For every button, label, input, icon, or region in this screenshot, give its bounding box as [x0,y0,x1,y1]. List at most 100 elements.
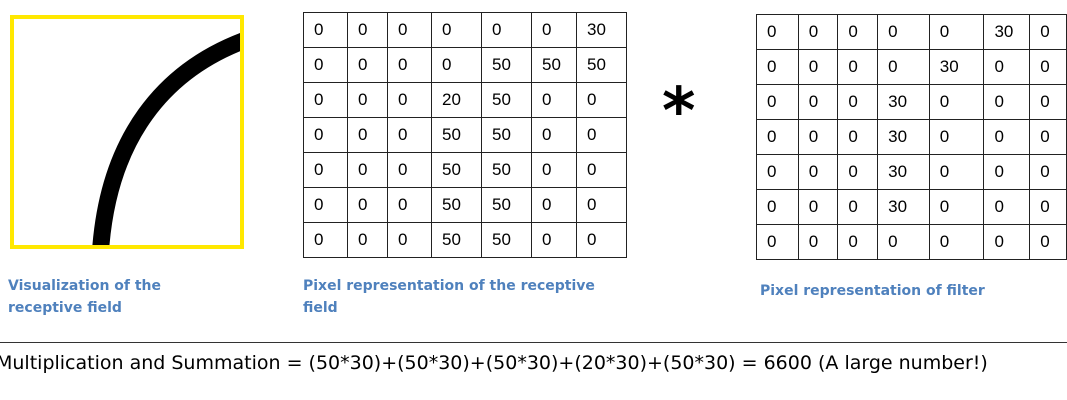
receptive-field-cell: 50 [431,117,482,153]
receptive-field-cell: 0 [387,222,432,258]
filter-cell: 0 [756,84,799,120]
receptive-field-caption: Pixel representation of the receptive fi… [303,278,595,316]
receptive-field-cell: 0 [387,152,432,188]
filter-cell: 0 [1029,154,1067,190]
receptive-field-cell: 0 [531,222,577,258]
filter-cell: 0 [983,224,1031,260]
filter-cell: 0 [756,154,799,190]
filter-cell: 30 [983,14,1031,50]
filter-cell: 0 [928,84,985,120]
convolution-operator: * [662,75,696,149]
divider-line [0,342,1067,343]
receptive-field-cell: 0 [531,12,577,48]
filter-cell: 0 [877,14,930,50]
filter-cell: 0 [797,154,839,190]
receptive-field-cell: 50 [576,47,627,83]
filter-cell: 0 [928,119,985,155]
filter-cell: 0 [837,49,879,85]
receptive-field-cell: 0 [387,117,432,153]
receptive-field-cell: 0 [347,222,388,258]
receptive-field-cell: 0 [347,12,388,48]
filter-cell: 30 [928,49,985,85]
receptive-field-cell: 0 [347,47,388,83]
receptive-field-cell: 0 [387,82,432,118]
receptive-field-cell: 0 [531,117,577,153]
filter-cell: 0 [797,189,839,225]
filter-cell: 0 [1029,224,1067,260]
filter-cell: 0 [1029,14,1067,50]
receptive-field-cell: 0 [347,152,388,188]
receptive-field-cell: 30 [576,12,627,48]
filter-cell: 0 [928,189,985,225]
receptive-field-cell: 50 [481,82,532,118]
filter-cell: 0 [983,154,1031,190]
filter-cell: 0 [837,119,879,155]
receptive-field-cell: 50 [481,222,532,258]
receptive-field-cell: 50 [531,47,577,83]
filter-cell: 0 [837,14,879,50]
filter-cell: 0 [1029,49,1067,85]
receptive-field-cell: 0 [387,12,432,48]
filter-cell: 0 [837,224,879,260]
filter-cell: 30 [877,154,930,190]
receptive-field-cell: 0 [531,82,577,118]
filter-cell: 0 [928,154,985,190]
filter-cell: 0 [928,14,985,50]
filter-cell: 30 [877,119,930,155]
filter-cell: 0 [756,14,799,50]
filter-caption: Pixel representation of filter [760,283,985,299]
filter-cell: 0 [837,189,879,225]
filter-cell: 0 [756,119,799,155]
receptive-field-cell: 50 [431,222,482,258]
receptive-field-cell: 0 [303,82,348,118]
filter-cell: 0 [756,189,799,225]
receptive-field-cell: 0 [576,152,627,188]
receptive-field-cell: 50 [481,152,532,188]
receptive-field-cell: 0 [481,12,532,48]
receptive-field-cell: 0 [303,222,348,258]
filter-cell: 0 [797,119,839,155]
receptive-field-cell: 20 [431,82,482,118]
filter-cell: 0 [1029,189,1067,225]
receptive-field-cell: 0 [303,47,348,83]
receptive-field-cell: 0 [576,187,627,223]
receptive-field-cell: 0 [431,12,482,48]
filter-cell: 0 [928,224,985,260]
receptive-field-cell: 50 [431,152,482,188]
receptive-field-cell: 0 [531,187,577,223]
receptive-field-cell: 50 [481,187,532,223]
receptive-field-cell: 50 [481,47,532,83]
receptive-field-cell: 0 [347,187,388,223]
filter-cell: 30 [877,84,930,120]
receptive-field-visualization [10,15,244,249]
filter-cell: 0 [983,119,1031,155]
filter-cell: 0 [756,49,799,85]
visualization-caption: Visualization of the receptive field [8,278,162,316]
receptive-field-cell: 0 [303,152,348,188]
receptive-field-cell: 0 [431,47,482,83]
receptive-field-cell: 0 [303,117,348,153]
filter-cell: 0 [797,84,839,120]
receptive-field-cell: 0 [387,47,432,83]
receptive-field-cell: 0 [303,187,348,223]
filter-cell: 0 [1029,84,1067,120]
filter-cell: 0 [756,224,799,260]
receptive-field-cell: 50 [431,187,482,223]
receptive-field-cell: 0 [387,187,432,223]
filter-cell: 0 [1029,119,1067,155]
filter-cell: 0 [837,154,879,190]
